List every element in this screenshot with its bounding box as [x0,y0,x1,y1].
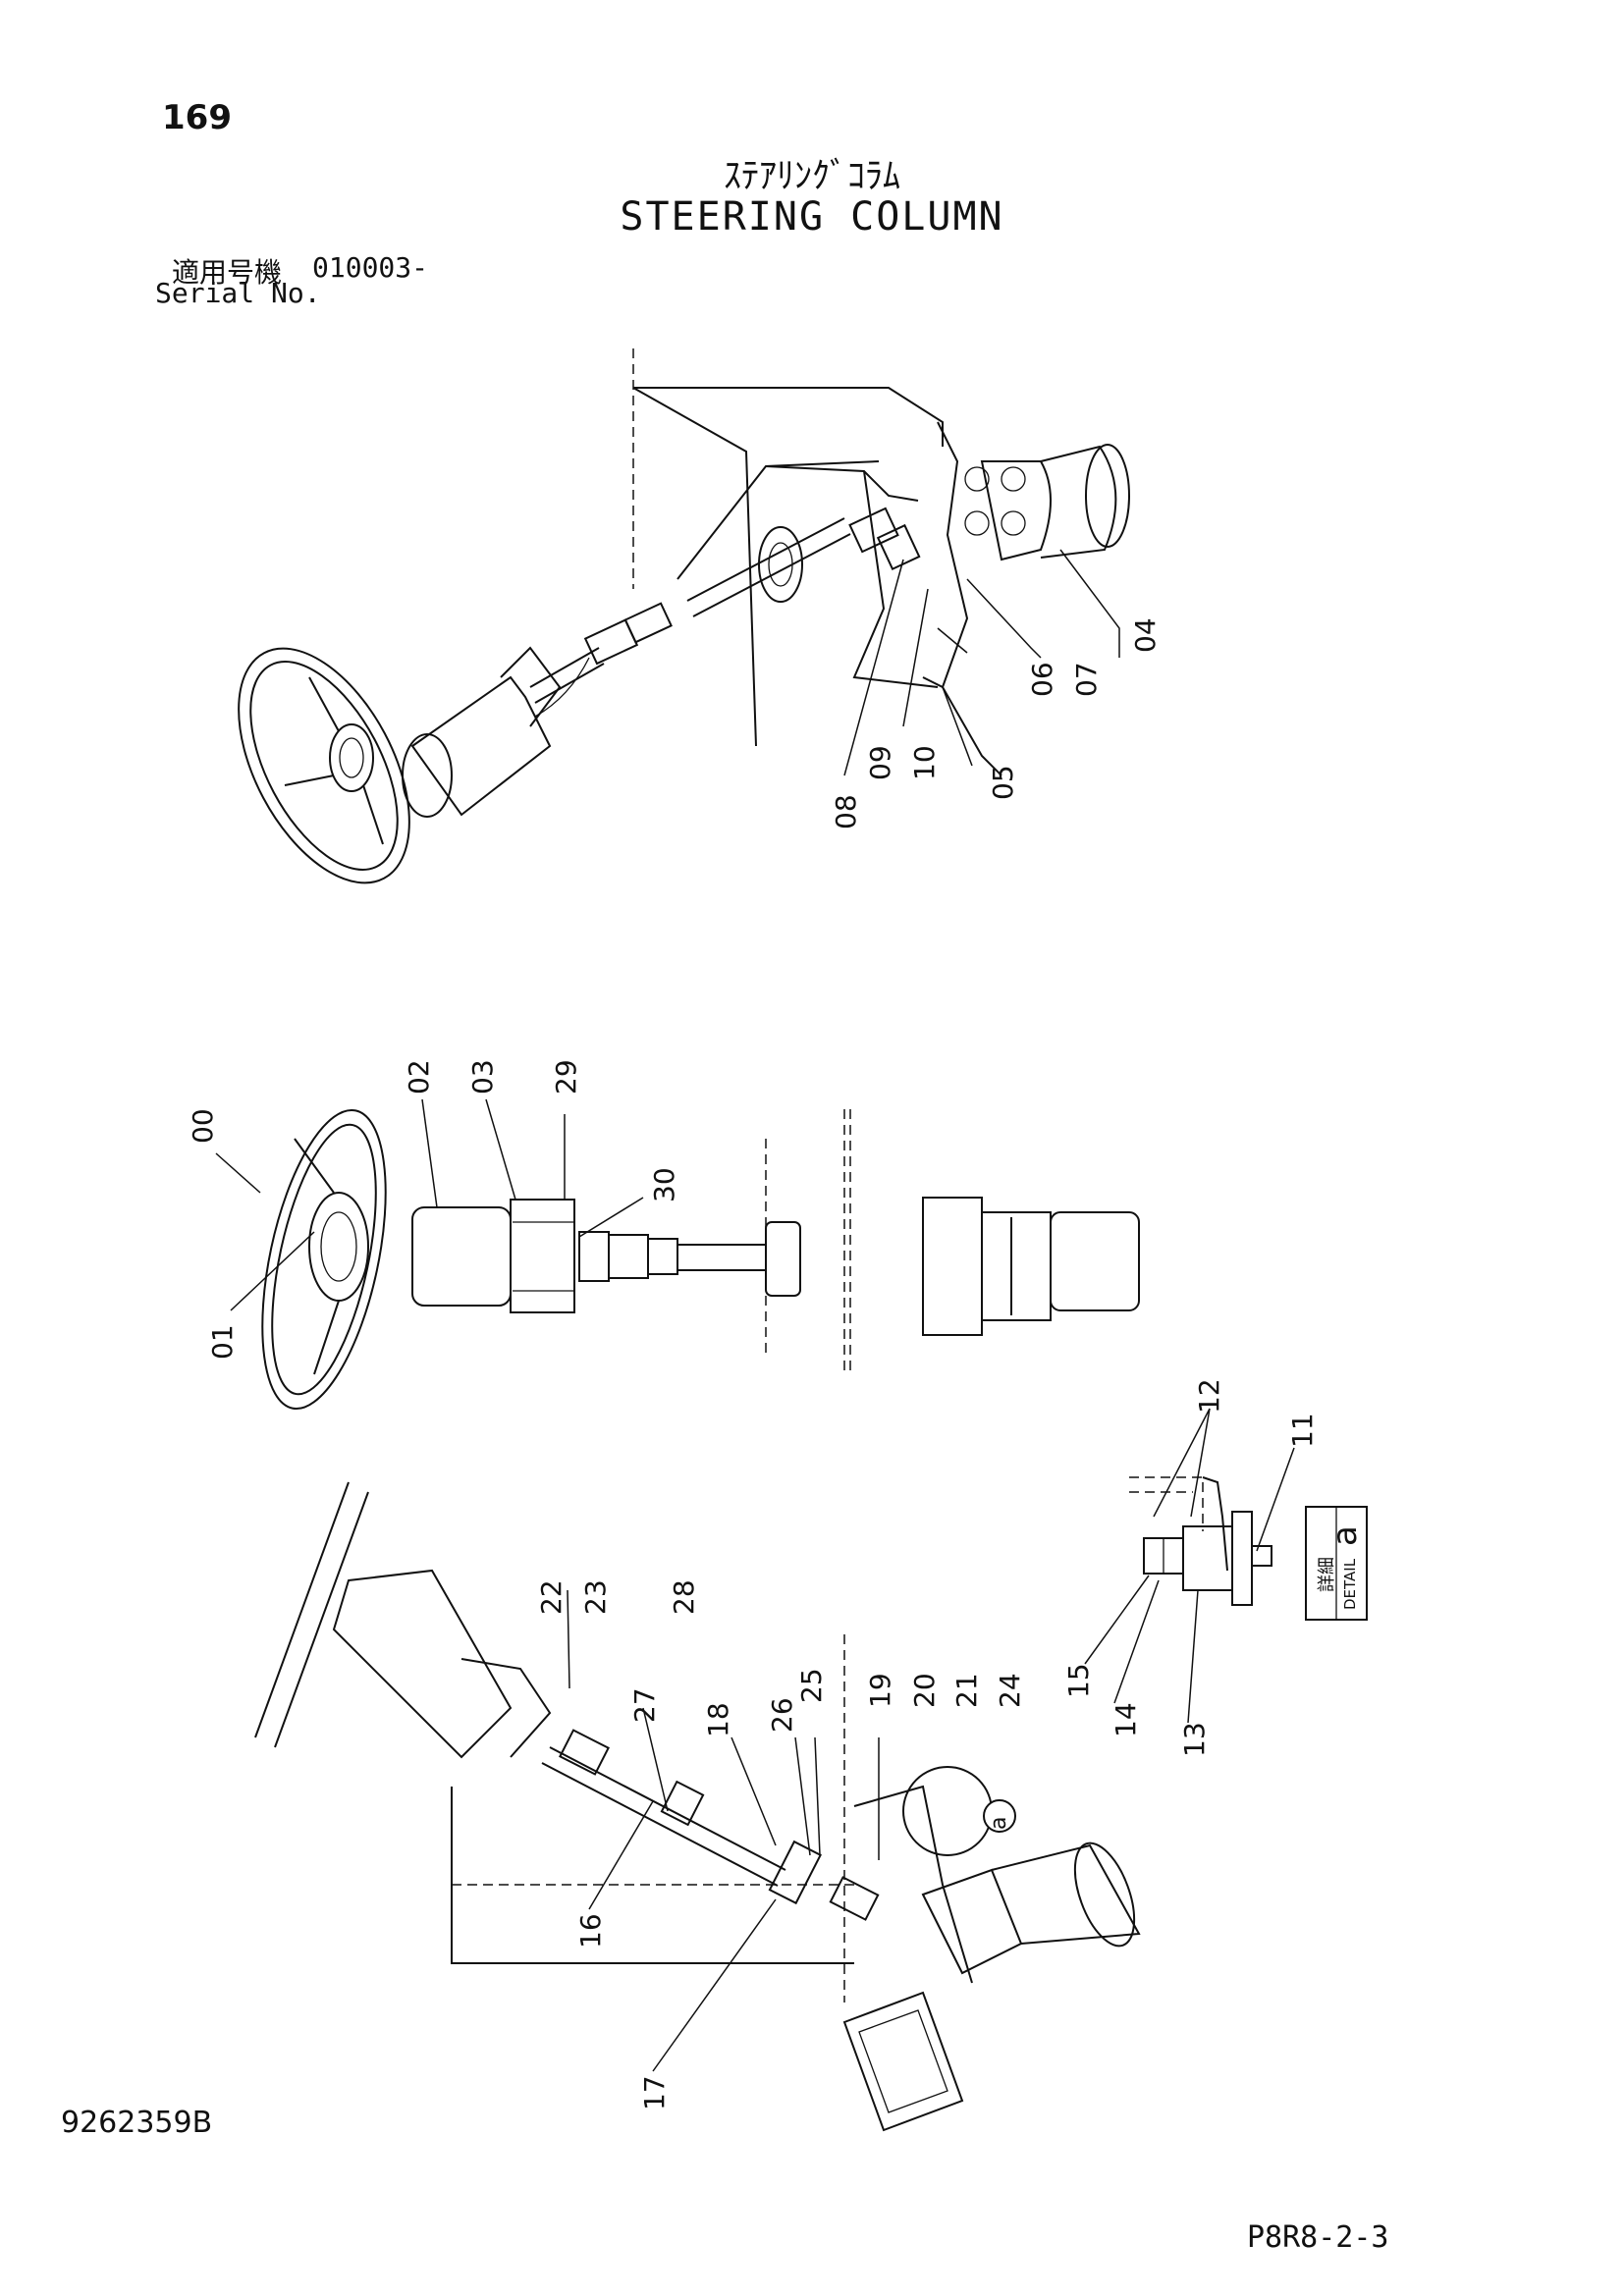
callout-09: 09 [864,745,896,780]
callout-13: 13 [1178,1722,1211,1757]
callout-14: 14 [1110,1702,1142,1737]
isometric-view [238,348,1130,884]
callout-16: 16 [574,1913,607,1949]
detail-label-jp: 詳細 [1317,1557,1337,1592]
callout-28: 28 [668,1579,700,1615]
callout-10: 10 [908,745,941,780]
callout-02: 02 [403,1059,435,1095]
callout-01: 01 [206,1324,239,1360]
detail-letter: a [1326,1525,1365,1546]
callout-08: 08 [830,794,862,829]
serial-label-english: Serial No. [155,277,321,309]
callout-12: 12 [1193,1378,1225,1414]
document-number: 9262359B [61,2106,213,2140]
callout-06: 06 [1026,662,1058,697]
serial-range: 010003- [312,251,429,284]
title-japanese: ｽﾃｱﾘﾝｸﾞｺﾗﾑ [724,156,900,196]
callout-22: 22 [535,1579,568,1615]
reference-code: P8R8-2-3 [1247,2220,1389,2255]
callout-27: 27 [628,1687,661,1723]
callout-24: 24 [994,1673,1026,1708]
detail-marker-a: a [987,1816,1011,1830]
callout-03: 03 [466,1059,499,1095]
callout-18: 18 [702,1702,734,1737]
detail-label-en: DETAIL [1341,1558,1359,1610]
callout-19: 19 [864,1673,896,1708]
page-number: 169 [162,98,232,137]
detail-a-view [1084,1408,1368,1724]
callout-11: 11 [1286,1413,1319,1448]
callout-26: 26 [766,1697,798,1733]
callout-17: 17 [638,2075,671,2110]
callout-21: 21 [950,1673,983,1708]
callout-25: 25 [795,1668,828,1703]
callout-15: 15 [1062,1663,1095,1698]
callout-29: 29 [550,1059,582,1095]
callout-30: 30 [648,1167,680,1202]
title-english: STEERING COLUMN [620,194,1004,240]
section-view [254,1481,1141,2132]
side-view [215,1098,1140,1411]
callout-23: 23 [579,1579,612,1615]
callout-20: 20 [908,1673,941,1708]
callout-07: 07 [1070,662,1103,697]
callout-05: 05 [987,765,1019,800]
serial-label-japanese: 適用号機 [172,256,283,289]
callout-04: 04 [1129,617,1162,653]
callout-00: 00 [187,1108,219,1144]
